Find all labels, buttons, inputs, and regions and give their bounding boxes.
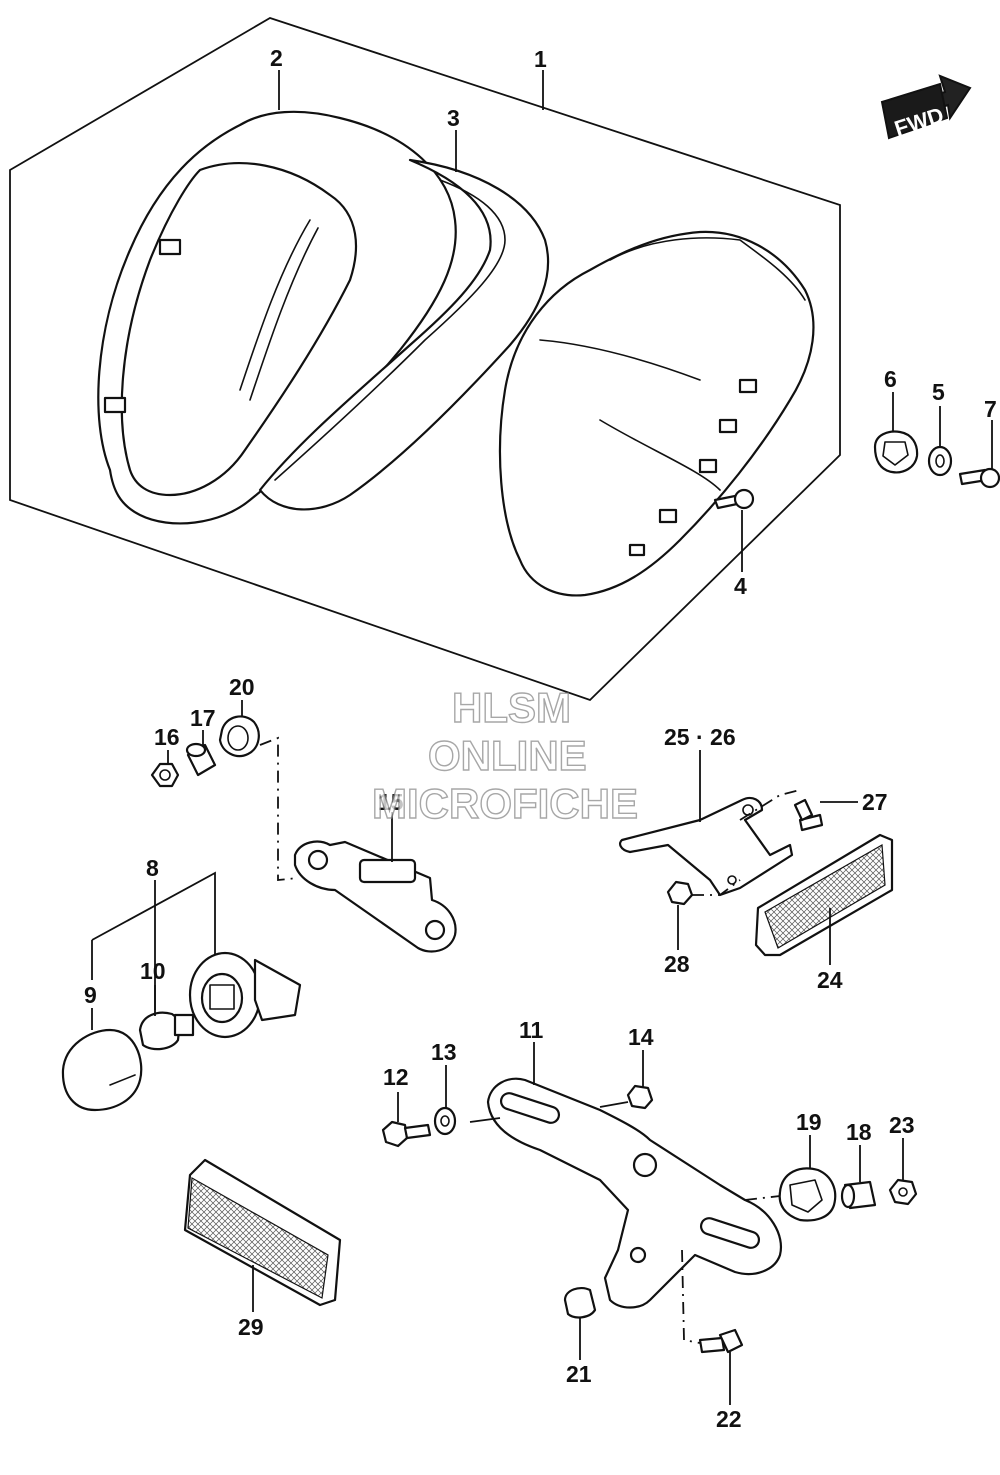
part-24-reflector — [754, 833, 894, 957]
part-11-bracket — [486, 1077, 783, 1309]
callout-6: 6 — [884, 366, 897, 392]
callout-15: 15 — [378, 789, 404, 815]
part-20-grommet — [218, 715, 260, 758]
part-5-washer — [927, 445, 953, 477]
callout-14: 14 — [628, 1024, 654, 1050]
part-27-bolt — [793, 798, 824, 832]
part-15-bracket — [293, 840, 457, 953]
callout-16: 16 — [154, 724, 180, 750]
part-7-screw — [958, 467, 1000, 489]
part-17-collar — [185, 742, 217, 777]
callout-29: 29 — [238, 1314, 264, 1340]
callout-21: 21 — [566, 1361, 592, 1387]
callout-9: 9 — [84, 982, 97, 1008]
callout-23: 23 — [889, 1112, 915, 1138]
part-23-nut — [888, 1178, 918, 1206]
callout-labels: 1 2 3 4 5 6 7 8 9 10 11 12 13 14 15 16 1… — [84, 45, 997, 1432]
part-16-nut — [150, 762, 180, 788]
callout-19: 19 — [796, 1109, 822, 1135]
part-14-nut — [626, 1084, 654, 1110]
callout-17: 17 — [190, 705, 216, 731]
callout-5: 5 — [932, 379, 945, 405]
part-28-nut — [666, 880, 694, 906]
part-3-gasket — [258, 158, 550, 511]
part-9-lens — [61, 1028, 143, 1112]
leader-lines — [91, 70, 993, 1405]
callout-12: 12 — [383, 1064, 409, 1090]
callout-10: 10 — [140, 958, 166, 984]
watermark-line-2: ONLINE — [428, 732, 587, 779]
callout-2: 2 — [270, 45, 283, 71]
part-22-bolt — [698, 1328, 744, 1354]
callout-28: 28 — [664, 951, 690, 977]
callout-1: 1 — [534, 46, 547, 72]
callout-13: 13 — [431, 1039, 457, 1065]
part-18-collar — [840, 1180, 877, 1210]
callout-20: 20 — [229, 674, 255, 700]
part-1-housing — [498, 230, 815, 597]
part-10-bulb — [138, 1011, 195, 1051]
part-4-screw — [713, 488, 755, 510]
part-8-socket — [188, 951, 302, 1039]
assembly-outline-box — [9, 17, 841, 702]
callout-22: 22 — [716, 1406, 742, 1432]
callout-11: 11 — [519, 1017, 544, 1043]
callout-18: 18 — [846, 1119, 872, 1145]
fwd-arrow-icon: FWD — [880, 74, 972, 141]
part-2-lens-rim — [97, 110, 457, 525]
callout-3: 3 — [447, 105, 460, 131]
part-21-cap-nut — [563, 1286, 597, 1319]
watermark-line-1: HLSM — [452, 684, 571, 731]
part-6-grommet — [873, 430, 919, 474]
callout-7: 7 — [984, 396, 997, 422]
part-13-washer — [433, 1106, 457, 1136]
callout-25-26: 25 · 26 — [664, 724, 736, 750]
callout-24: 24 — [817, 967, 843, 993]
callout-8: 8 — [146, 855, 159, 881]
part-25-26-bracket — [619, 796, 794, 897]
part-19-grommet — [778, 1167, 837, 1222]
watermark: HLSM ONLINE MICROFICHE — [371, 683, 638, 827]
callout-4: 4 — [734, 573, 747, 599]
part-12-bolt — [381, 1120, 432, 1148]
callout-27: 27 — [862, 789, 888, 815]
part-29-reflector — [183, 1158, 342, 1307]
watermark-line-3: MICROFICHE — [372, 780, 638, 827]
